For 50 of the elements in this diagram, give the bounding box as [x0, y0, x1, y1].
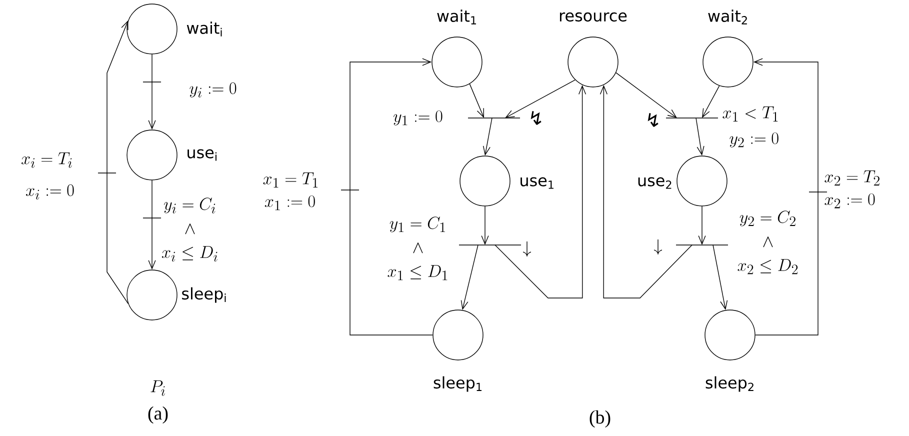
transition-annotation: $x_2 = T_2$	[824, 170, 880, 186]
panel-caption: (a)	[148, 406, 168, 424]
connector-line	[755, 192, 818, 336]
place-label: wait$_{2}$	[708, 10, 747, 24]
arrow	[616, 72, 677, 118]
place-label: sleep$_{2}$	[706, 376, 754, 392]
arrow	[460, 244, 478, 310]
transition-annotation: $y_1 := 0$	[394, 110, 442, 126]
panel-caption: (b)	[590, 410, 610, 428]
arrow	[698, 206, 706, 245]
arrow	[482, 118, 492, 156]
transition-annotation: $y_2 := 0$	[730, 132, 778, 148]
arrow	[753, 58, 818, 192]
transition-annotation: $\begin{array}{c} y_2 = C_2 \\ \wedge \\ x_2 \leq D_2 \end{array}$	[738, 210, 798, 274]
figure-label: $P_i$	[150, 380, 165, 396]
place-label: use$_{2}$	[638, 177, 672, 189]
place-label: sleep$_{1}$	[434, 376, 482, 392]
transition-annotation: $\text{↯}$	[648, 113, 658, 127]
place-label: sleep$_{i}$	[182, 287, 226, 303]
arrow	[469, 84, 484, 118]
transition-annotation: $\text{↯}$	[530, 111, 542, 125]
arrow	[350, 58, 432, 190]
transition-annotation: $x_1 < T_1$	[722, 106, 778, 122]
connector-line	[350, 190, 433, 336]
arrow	[148, 218, 156, 270]
arrow	[505, 80, 576, 118]
transition-annotation: $x_i = T_i$	[22, 152, 72, 168]
arrow	[600, 84, 692, 298]
connector-line	[106, 172, 129, 304]
arrow	[106, 20, 128, 174]
transition-annotation: $y_i := 0$	[190, 82, 236, 98]
transition-annotation: $x_i := 0$	[26, 184, 74, 200]
place-label: wait$_{1}$	[437, 10, 476, 24]
place-label: resource	[560, 12, 627, 22]
arrow	[696, 118, 704, 156]
arrow	[494, 84, 586, 298]
arrow	[481, 206, 489, 245]
transition-annotation: $x_1 := 0$	[264, 196, 315, 210]
arrow	[702, 85, 720, 118]
transition-annotation: $\downarrow$	[654, 239, 662, 255]
place-label: wait$_{i}$	[186, 22, 222, 36]
transition-annotation: $x_1 = T_1$	[263, 172, 318, 188]
transition-annotation: $\downarrow$	[523, 241, 532, 257]
place-label: use$_{1}$	[520, 177, 554, 189]
place-label: use$_{i}$	[188, 149, 216, 161]
transition-annotation: $\begin{array}{c} y_1 = C_1 \\ \wedge \\ x_1 \leq D_1 \end{array}$	[388, 216, 448, 280]
transition-annotation: $x_2 := 0$	[824, 194, 875, 208]
arrow	[712, 244, 728, 310]
arrow	[148, 82, 156, 130]
transition-annotation: $\begin{array}{c} y_i = C_i \\ \wedge \\ x_i \leq D_i \end{array}$	[162, 198, 218, 262]
